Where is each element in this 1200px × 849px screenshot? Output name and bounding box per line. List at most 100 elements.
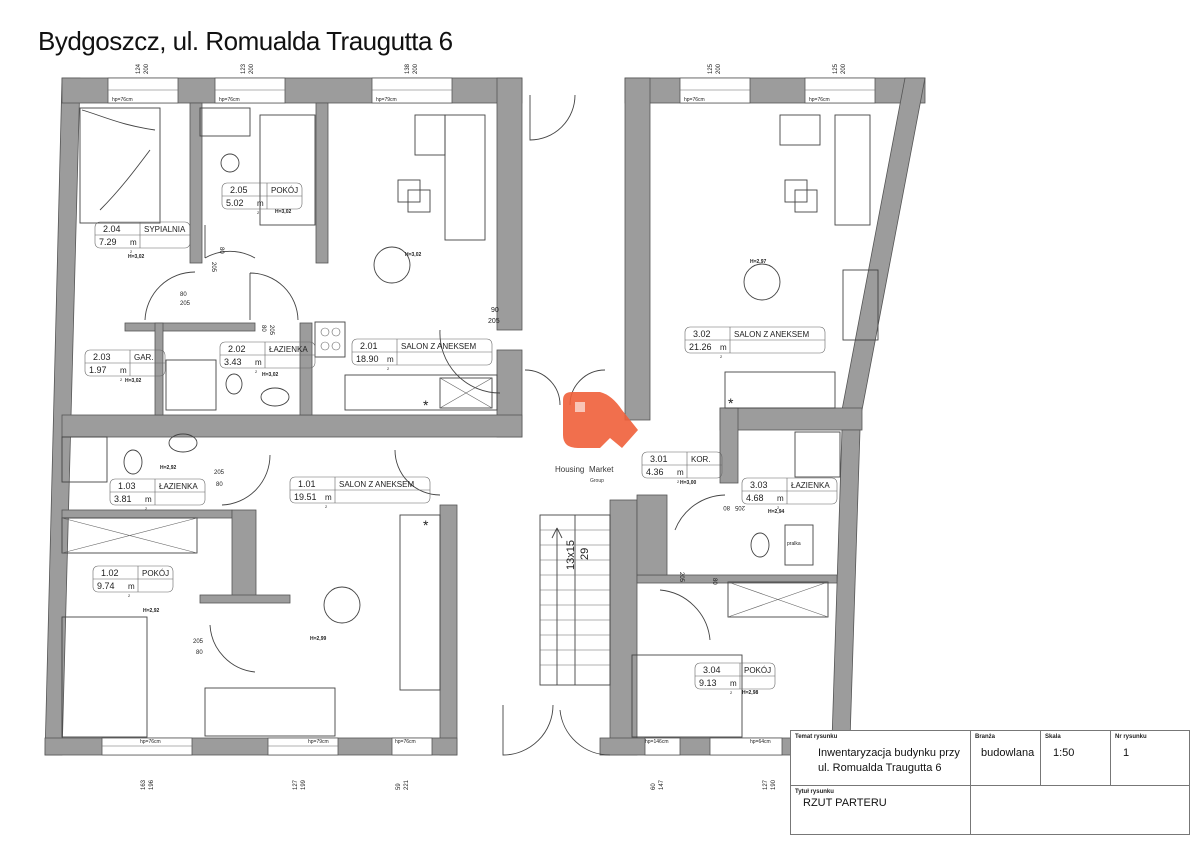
svg-text:200: 200 [249,63,255,74]
cooker [314,321,346,358]
svg-text:hp=79cm: hp=79cm [308,739,329,745]
subject-cell: Temat rysunku Inwentaryzacja budynku prz… [791,731,971,786]
svg-text:127: 127 [293,779,299,790]
room-name: SALON Z ANEKSEM [401,342,476,351]
area-unit: m [257,199,264,208]
room-number: 2.03 [93,352,111,362]
svg-text:163: 163 [141,779,147,790]
subject-label: Temat rysunku [795,734,838,740]
svg-text:190: 190 [771,779,777,790]
area-unit-sup: 2 [128,593,131,598]
door [221,454,271,506]
window: hp=76cm 123 200 [214,63,286,104]
svg-text:60: 60 [651,783,657,790]
svg-text:200: 200 [841,63,847,74]
door [209,624,256,673]
wall [439,504,458,756]
washing-machine-label: pralka [787,541,801,547]
door [144,271,196,321]
subject-line1: Inwentaryzacja budynku przy [818,747,960,759]
window-sill-height: hp=76cm [112,97,133,103]
room-height: H=2,92 [160,465,176,471]
room-height: H=2,97 [750,259,766,265]
wall [496,77,523,331]
room-area: 19.51 [294,492,317,502]
room-height: H=3,02 [275,209,291,215]
door [559,709,611,756]
room-name: SYPIALNIA [144,225,186,234]
toilet [123,449,143,475]
window: hp=76cm 59 221 [391,737,433,790]
svg-text:80: 80 [260,325,266,332]
area-unit: m [730,679,737,688]
svg-text:80: 80 [196,650,203,656]
area-unit: m [720,343,727,352]
stairs-steps: 13x15 [565,540,577,570]
table [373,246,411,284]
area-unit-sup: 2 [720,354,723,359]
svg-text:hp=76cm: hp=76cm [140,739,161,745]
sink [168,433,198,453]
room-name: KOR. [691,455,711,464]
svg-text:80: 80 [216,482,223,488]
wall [124,322,256,332]
room-name: ŁAZIENKA [159,482,198,491]
wall [189,102,203,264]
svg-text:59: 59 [396,783,402,790]
door [394,449,441,496]
sink [260,387,290,407]
room-height: H=3,02 [128,254,144,260]
room-height: H=2,98 [742,690,758,696]
room-number: 2.05 [230,185,248,195]
entrance-door [529,94,576,141]
area-unit: m [130,238,137,247]
room-height: H=3,02 [405,252,421,258]
room-number: 3.02 [693,329,711,339]
wall [719,407,863,431]
area-unit: m [777,494,784,503]
window: hp=79cm 127 199 [267,737,339,790]
svg-text:90: 90 [491,307,499,314]
staircase: 13x15 29 [539,514,611,686]
top-wall-right [624,77,926,104]
room-name: POKÓJ [142,569,169,578]
kitchen-counter [399,514,441,691]
window: hp=146cm 60 147 [644,737,681,790]
area-unit: m [677,468,684,477]
drawing-title-cell: Tytuł rysunku RZUT PARTERU [791,786,971,835]
svg-text:205: 205 [214,470,225,476]
svg-text:Market: Market [589,465,614,474]
wall [315,102,329,264]
door [674,494,726,531]
room-number: 3.04 [703,665,721,675]
wall [636,574,838,584]
window-width: 124 [136,63,142,74]
svg-text:205: 205 [180,301,191,307]
door [439,329,501,394]
room-name: GAR. [134,353,154,362]
area-unit-sup: 2 [325,504,328,509]
area-unit-sup: 2 [257,210,260,215]
kitchen-counter [344,374,498,411]
svg-text:205: 205 [488,318,500,325]
area-unit-sup: 2 [777,505,780,510]
windows-top: hp=76cm 124 200 hp=76cm 123 200 hp=79cm … [107,63,876,104]
room-name: SALON Z ANEKSEM [339,480,414,489]
room-area: 1.97 [89,365,107,375]
room-number: 3.01 [650,454,668,464]
scale-value: 1:50 [1053,747,1075,759]
shower [61,436,108,483]
svg-text:80: 80 [218,247,224,254]
wall [299,322,313,416]
room-height: H=3,00 [680,480,696,486]
svg-text:123: 123 [241,63,247,74]
